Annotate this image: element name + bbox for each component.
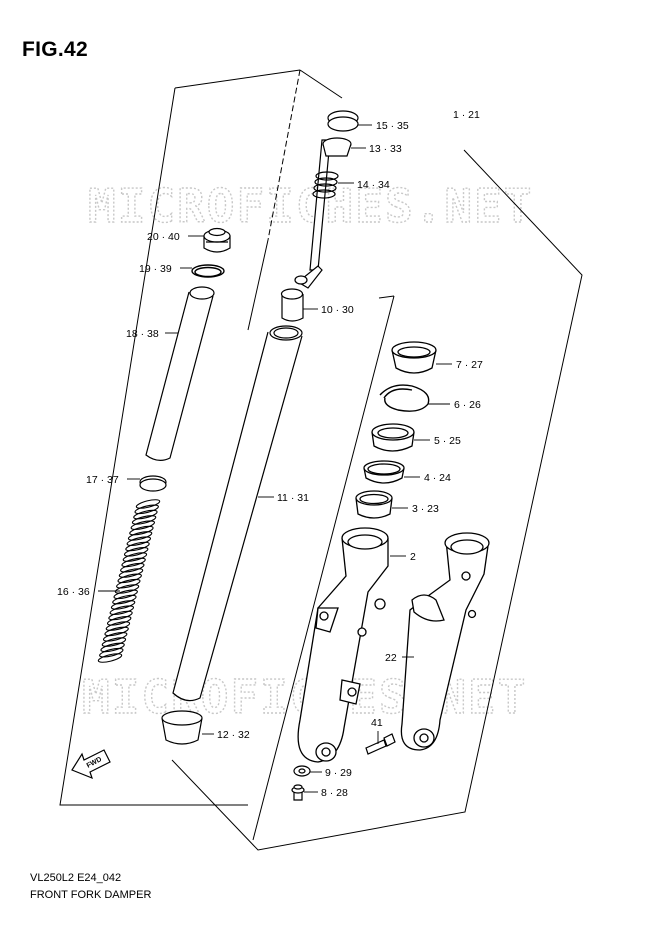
spring-coil [120, 562, 145, 573]
callout-10: 10 · 30 [321, 304, 354, 316]
part-7-dust-seal [391, 341, 437, 374]
part-15-ring [327, 110, 359, 132]
spring-coil [99, 647, 124, 658]
callout-4: 4 · 24 [424, 472, 451, 484]
figure-title: FIG.42 [22, 38, 88, 61]
spring-coil [101, 637, 127, 647]
spring-coil [104, 626, 129, 637]
part-8-damper-bolt [291, 784, 305, 801]
spring-coil [127, 531, 153, 541]
part-3-guide-bushing [355, 490, 393, 519]
callout-11: 11 · 31 [277, 492, 309, 504]
spring-coil [100, 642, 125, 653]
spring-coil [105, 621, 131, 631]
callout-14: 14 · 34 [357, 179, 390, 191]
callout-1: 1 · 21 [453, 109, 480, 121]
part-12-slide-bushing [161, 710, 203, 745]
callout-8: 8 · 28 [321, 787, 348, 799]
assembly-outline [59, 69, 583, 851]
spring-coil [113, 589, 138, 600]
part-16-fork-spring [97, 499, 161, 663]
callout-7: 7 · 27 [456, 359, 483, 371]
part-18-spacer [145, 286, 215, 461]
spring-coil [133, 509, 158, 520]
callout-16: 16 · 36 [57, 586, 90, 598]
part-6-stopper-ring [379, 384, 430, 412]
spring-coil [129, 525, 154, 536]
spring-coil [106, 615, 132, 626]
spring-coil [97, 653, 123, 663]
part-14-rebound-spring [312, 171, 339, 199]
spring-coil [110, 600, 136, 610]
callout-12: 12 · 32 [217, 729, 250, 741]
spring-coil [109, 605, 135, 616]
part-41-bolt [365, 733, 396, 755]
callout-20: 20 · 40 [147, 231, 180, 243]
spring-coil [121, 557, 146, 568]
forward-arrow-icon: FWD [71, 749, 111, 780]
callout-22: 22 [385, 652, 397, 664]
callout-18: 18 · 38 [126, 328, 159, 340]
callout-15: 15 · 35 [376, 120, 409, 132]
spring-coil [117, 573, 142, 584]
spring-coil [134, 504, 159, 515]
spring-coil [112, 594, 137, 605]
part-20-cap-bolt [203, 227, 231, 253]
callout-2: 2 [410, 551, 416, 563]
part-4-oil-seal-retainer [363, 460, 405, 484]
part-22-outer-tube [400, 532, 490, 751]
spring-coil [131, 515, 157, 525]
spring-coil [122, 552, 148, 562]
spring-coil [118, 568, 144, 578]
spring-coil [126, 536, 152, 547]
spring-coil [114, 584, 140, 594]
callout-labels: 1 · 21 15 · 35 13 · 33 14 · 34 20 · 40 1… [57, 109, 483, 799]
spring-coil [116, 578, 141, 589]
callout-6: 6 · 26 [454, 399, 481, 411]
part-9-gasket [293, 765, 311, 777]
part-5-oil-seal [371, 423, 415, 452]
callout-41: 41 [371, 717, 383, 729]
callout-13: 13 · 33 [369, 143, 402, 155]
spring-coil [123, 546, 149, 557]
callout-19: 19 · 39 [139, 263, 172, 275]
figure-code: VL250L2 E24_042 [30, 872, 122, 884]
spring-coil [102, 631, 128, 642]
spring-coil [108, 610, 133, 621]
part-11-inner-tube [172, 325, 303, 702]
callout-3: 3 · 23 [412, 503, 439, 515]
callout-9: 9 · 29 [325, 767, 352, 779]
figure-name: FRONT FORK DAMPER [30, 889, 152, 901]
callout-17: 17 · 37 [86, 474, 119, 486]
spring-coil [130, 520, 156, 531]
watermark-top: MICROFICHES.NET [88, 179, 533, 233]
part-17-washer [139, 475, 167, 492]
callout-5: 5 · 25 [434, 435, 461, 447]
part-10-bushing [280, 288, 304, 322]
part-2-outer-tube [297, 527, 389, 763]
part-19-o-ring [191, 264, 225, 278]
spring-coil [125, 541, 150, 552]
spring-coil [135, 499, 161, 509]
leader-lines [98, 124, 452, 793]
